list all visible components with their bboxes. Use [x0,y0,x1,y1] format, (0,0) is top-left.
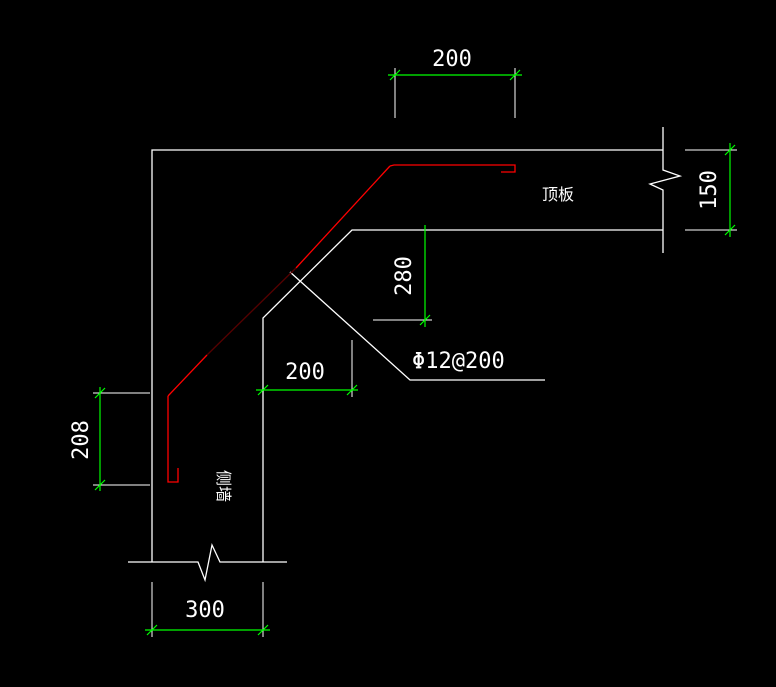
slab-break-line [648,127,683,253]
rebar-top [389,164,516,173]
dim-slab-thickness: 150 [697,170,722,210]
side-wall-label: 侧墙 [214,470,233,502]
rebar-diagonal [295,165,391,269]
outer-edge [151,149,663,562]
extension-lines [93,68,737,637]
roof-slab-label: 顶板 [542,185,574,204]
rebar-diagonal-hidden [206,267,297,356]
rebar-wall [167,396,179,483]
rebar [167,164,516,483]
dim-haunch-horizontal: 200 [285,360,325,385]
dim-haunch-vertical: 280 [392,256,417,296]
dim-top-width: 200 [432,47,472,72]
dimension-lines [94,69,736,636]
inner-edge [262,229,663,562]
rebar-leader-line [289,271,545,381]
dim-wall-rebar-lap: 208 [69,420,94,460]
rebar-diagonal-lower [167,354,208,397]
concrete-outline [128,127,683,583]
rebar-spec-label: Φ12@200 [412,349,505,374]
wall-break-line [128,542,287,583]
dim-wall-thickness: 300 [185,598,225,623]
